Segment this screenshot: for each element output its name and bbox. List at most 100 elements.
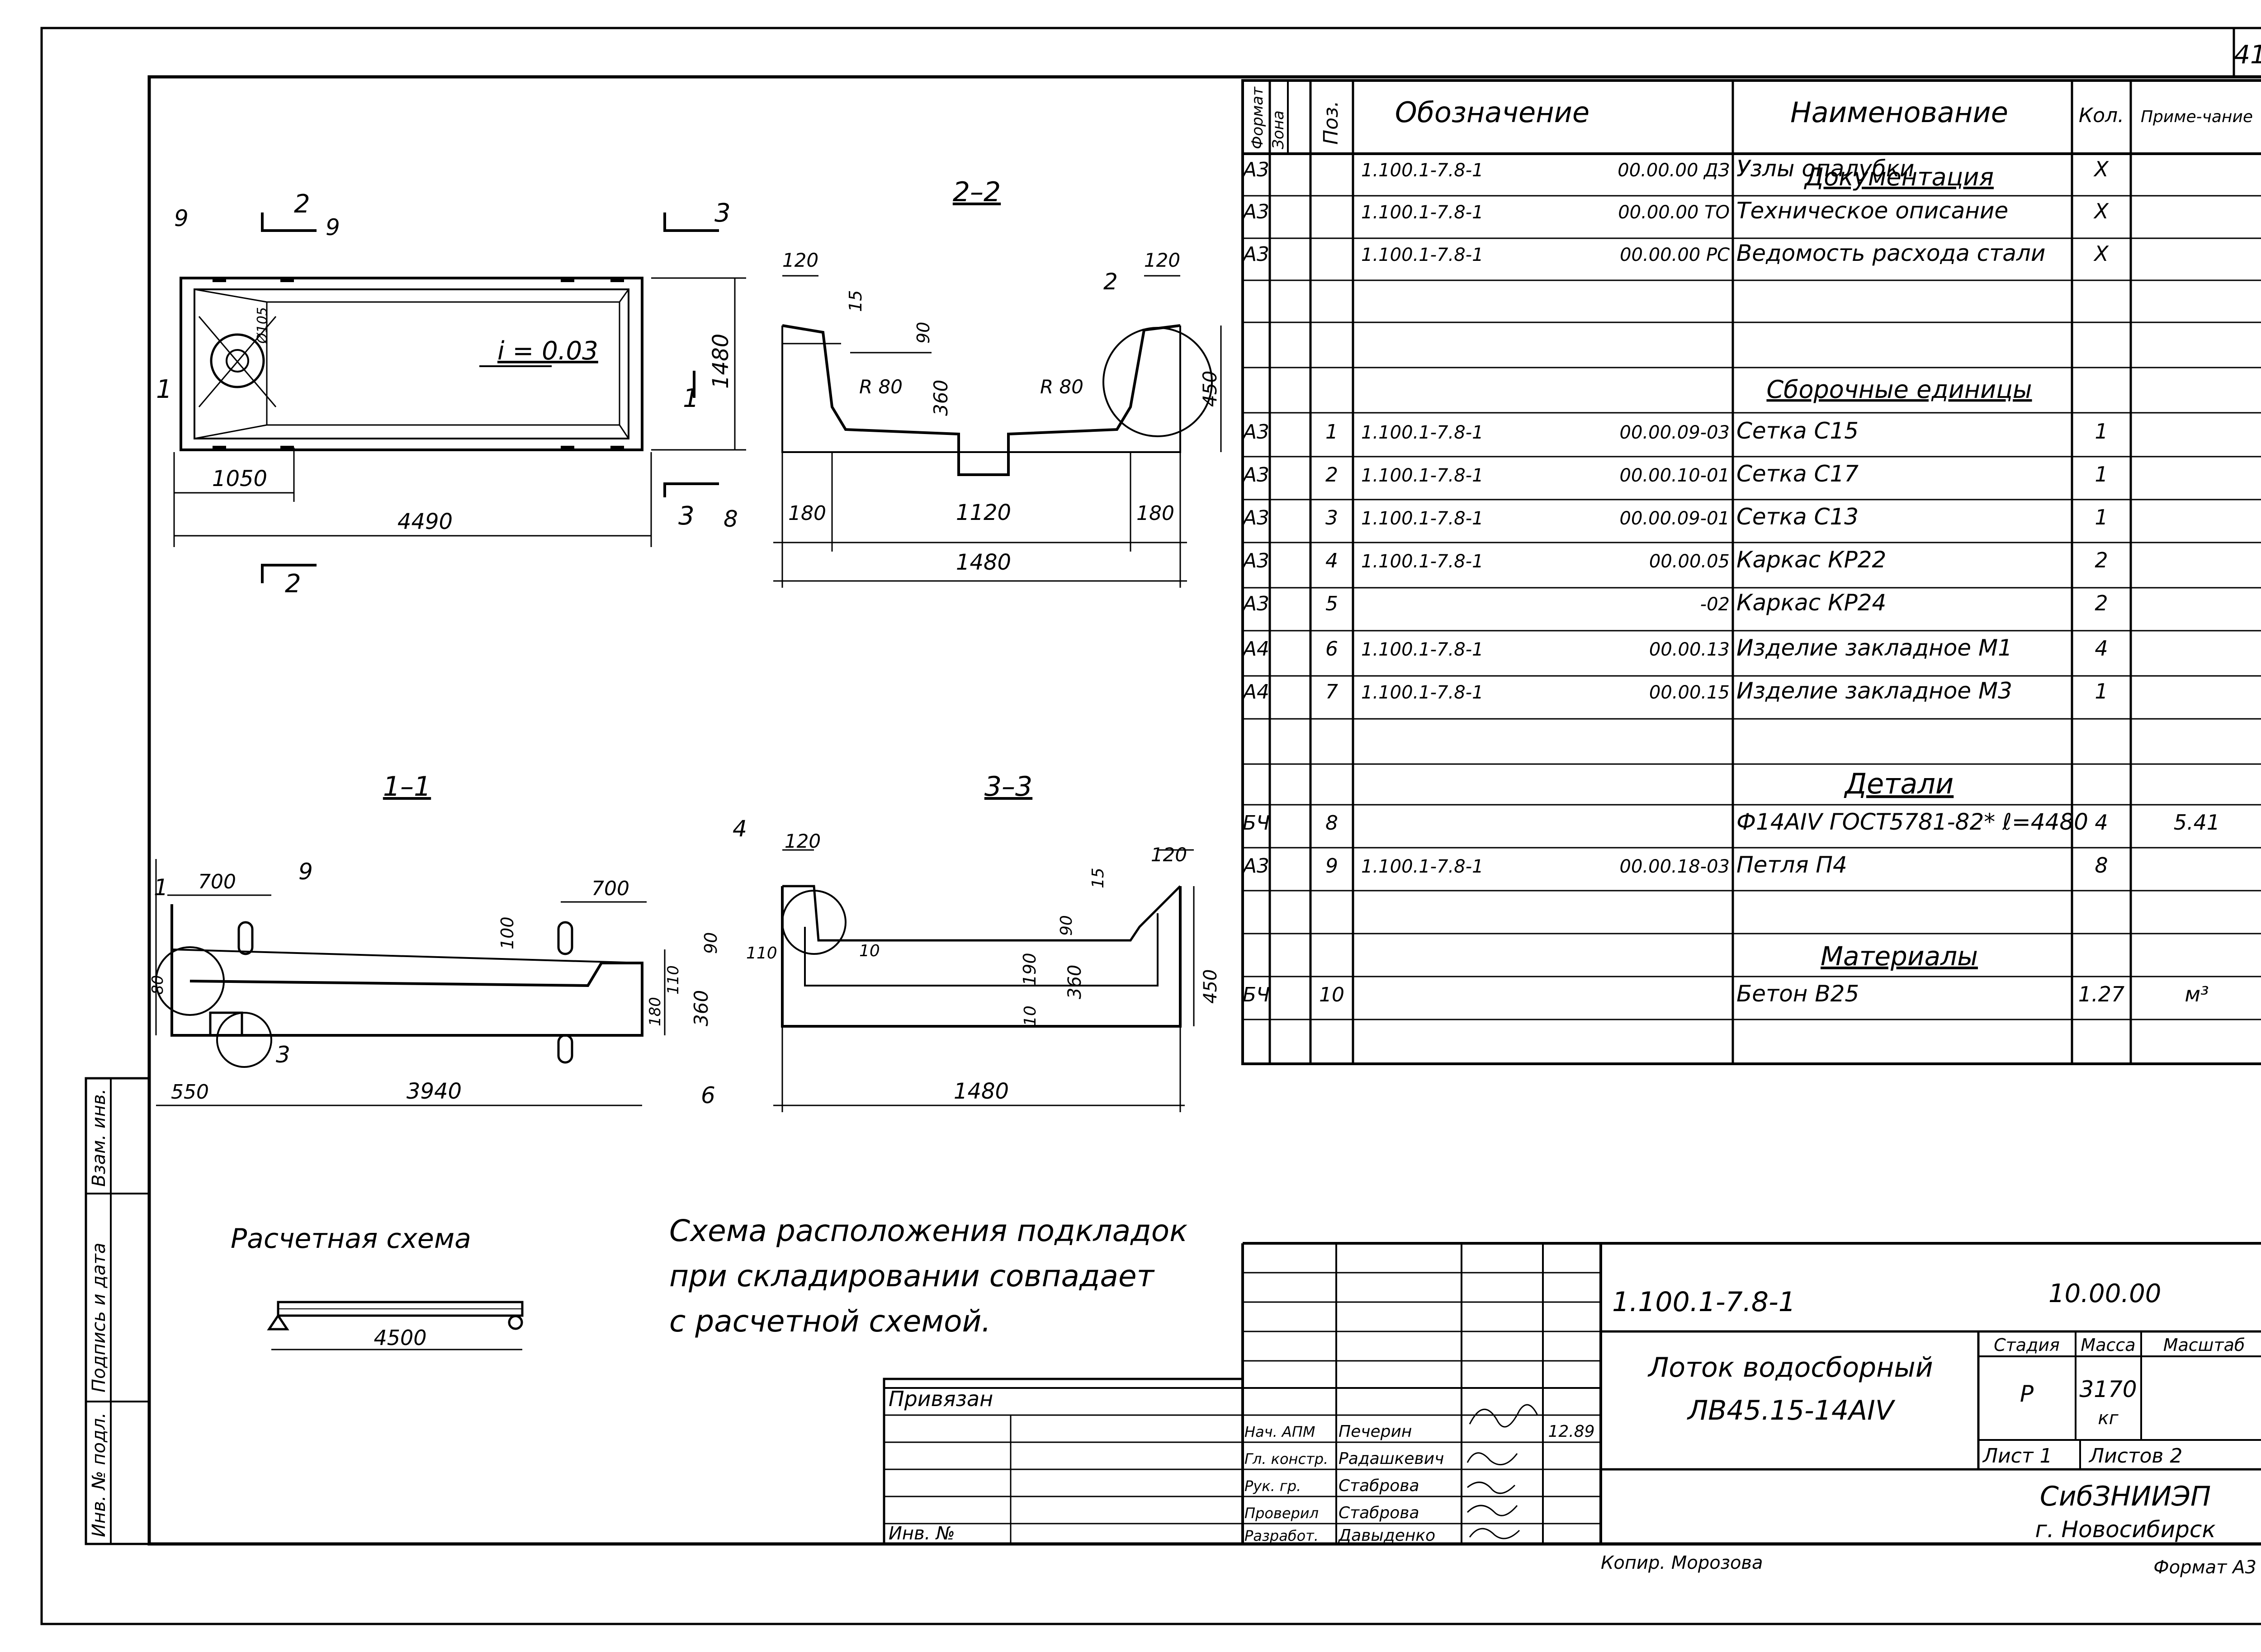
- item-name-line2: ЛВ45.15-14АIV: [1687, 1395, 1896, 1426]
- s22-r80-left: R 80: [859, 376, 903, 398]
- cell-code: 1.100.1-7.8-1: [1361, 551, 1484, 572]
- cell-format: БЧ: [1243, 812, 1270, 835]
- cell-pos: 9: [1325, 854, 1338, 878]
- cell-code: 1.100.1-7.8-1: [1361, 465, 1484, 486]
- mass-label: Масса: [2081, 1335, 2135, 1355]
- cell-format: А3: [1242, 158, 1269, 181]
- cell-qty: 1.27: [2078, 982, 2124, 1006]
- cell-format: А4: [1242, 637, 1269, 661]
- section-documentation: Документация: [1804, 163, 1994, 191]
- role-person: Стаброва: [1339, 1504, 1419, 1522]
- spec-header: Формат Зона Поз. Обозначение Наименовани…: [1249, 86, 2253, 149]
- inv-podl-label: Инв. № подл.: [89, 1412, 109, 1537]
- cell-name: Каркас КР22: [1736, 547, 1886, 573]
- vzam-inv-label: Взам. инв.: [89, 1089, 109, 1187]
- s11-label-1: 1: [154, 874, 168, 901]
- section-2-2-title: 2–2: [953, 176, 1001, 208]
- section-assemblies: Сборочные единицы: [1766, 375, 2032, 404]
- section-3-3: [773, 849, 1195, 1112]
- page-number-box: [2233, 27, 2261, 78]
- col-pos-header: Поз.: [1320, 101, 1343, 145]
- s33-dim-120-right: 120: [1151, 844, 1187, 866]
- cell-code: 1.100.1-7.8-1: [1361, 202, 1484, 223]
- s33-dim-190: 190: [1020, 953, 1040, 986]
- plan-dim-d105: Ø105: [255, 307, 270, 345]
- s22-dim-120-right: 120: [1144, 249, 1180, 271]
- format-label: Формат А3: [2153, 1557, 2256, 1578]
- col-note-header: Приме-чание: [2141, 108, 2253, 126]
- role-title: Гл. констр.: [1244, 1450, 1328, 1468]
- sheet-label: Лист 1: [1982, 1444, 2052, 1468]
- s11-dim-100: 100: [497, 916, 517, 949]
- cell-format: А4: [1242, 680, 1269, 703]
- scheme-note-line2: при складировании совпадает: [669, 1259, 1155, 1293]
- item-name-line1: Лоток водосборный: [1647, 1352, 1933, 1383]
- s22-dim-450: 450: [1199, 371, 1221, 407]
- cell-name: Изделие закладное М3: [1736, 678, 2012, 704]
- cell-name: Бетон В25: [1736, 981, 1859, 1007]
- outer-border: [40, 27, 2261, 1625]
- stage-value: Р: [2020, 1381, 2034, 1407]
- cell-name: Техническое описание: [1736, 198, 2008, 224]
- plan-cut-1-right: 1: [683, 384, 699, 413]
- cell-code: 1.100.1-7.8-1: [1361, 160, 1484, 181]
- scheme-title: Расчетная схема: [231, 1223, 471, 1255]
- cell-qty: Х: [2093, 157, 2109, 181]
- s33-dim-450: 450: [1200, 969, 1221, 1004]
- s33-dim-1480: 1480: [954, 1079, 1009, 1104]
- cell-qty: 8: [2095, 853, 2108, 878]
- s11-label-9: 9: [298, 859, 313, 885]
- s22-dim-180-right: 180: [1136, 502, 1174, 525]
- plan-dim-4490: 4490: [397, 509, 453, 534]
- section-materials: Материалы: [1821, 941, 1978, 972]
- cell-qty: 2: [2095, 548, 2108, 572]
- cell-suffix: 00.00.05: [1649, 551, 1730, 572]
- cell-suffix: 00.00.10-01: [1620, 465, 1730, 486]
- role-person: Радашкевич: [1339, 1449, 1444, 1468]
- cell-qty: 1: [2095, 462, 2108, 486]
- cell-qty: 4: [2095, 810, 2108, 835]
- scheme-span: 4500: [374, 1326, 426, 1350]
- plan-label-9: 9: [326, 214, 340, 241]
- cell-pos: 5: [1325, 592, 1338, 615]
- s22-dim-15: 15: [846, 290, 866, 312]
- role-title: Проверил: [1244, 1505, 1319, 1522]
- col-name-header: Наименование: [1790, 96, 2008, 129]
- plan-view: [173, 212, 746, 583]
- cell-name: Узлы опалубки: [1736, 156, 1914, 182]
- cell-name: Петля П4: [1736, 852, 1847, 878]
- s11-dim-360: 360: [690, 990, 712, 1026]
- s33-dim-10-top: 10: [859, 942, 880, 960]
- org-line1: СибЗНИИЭП: [2040, 1481, 2211, 1512]
- s11-dim-180: 180: [646, 997, 664, 1026]
- cell-format: А3: [1242, 463, 1269, 486]
- section-1-1-title: 1–1: [383, 771, 431, 802]
- s11-dim-3940: 3940: [407, 1079, 462, 1104]
- org-line2: г. Новосибирск: [2035, 1516, 2215, 1543]
- cell-qty: Х: [2093, 199, 2109, 223]
- s33-dim-15: 15: [1089, 868, 1107, 888]
- cell-format: А3: [1242, 549, 1269, 572]
- spec-table: [1241, 79, 2261, 1065]
- plan-cut-3-top: 3: [714, 198, 731, 228]
- cell-note: 5.41: [2174, 810, 2220, 835]
- s33-dim-360: 360: [1064, 965, 1085, 999]
- cell-qty: 2: [2095, 591, 2108, 615]
- cell-format: А3: [1242, 854, 1269, 878]
- s22-dim-120-left: 120: [782, 249, 818, 271]
- scheme-beam: [267, 1301, 524, 1350]
- s22-dim-90: 90: [913, 322, 933, 344]
- scale-label: Масштаб: [2163, 1335, 2245, 1355]
- cell-pos: 6: [1325, 637, 1338, 661]
- cell-format: БЧ: [1243, 983, 1270, 1006]
- role-person: Печерин: [1339, 1422, 1412, 1441]
